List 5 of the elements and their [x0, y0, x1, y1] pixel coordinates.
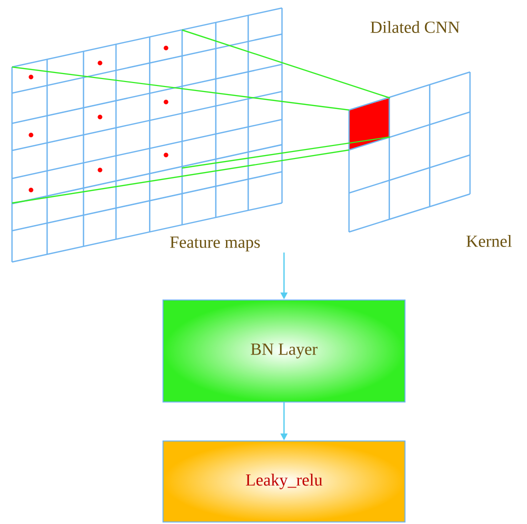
- label: Dilated CNN: [370, 21, 460, 33]
- label: Kernel: [466, 235, 512, 247]
- caption-text: Feature maps: [170, 236, 260, 252]
- process-box: Leaky_relu: [162, 440, 406, 522]
- process-box: BN Layer: [162, 300, 406, 402]
